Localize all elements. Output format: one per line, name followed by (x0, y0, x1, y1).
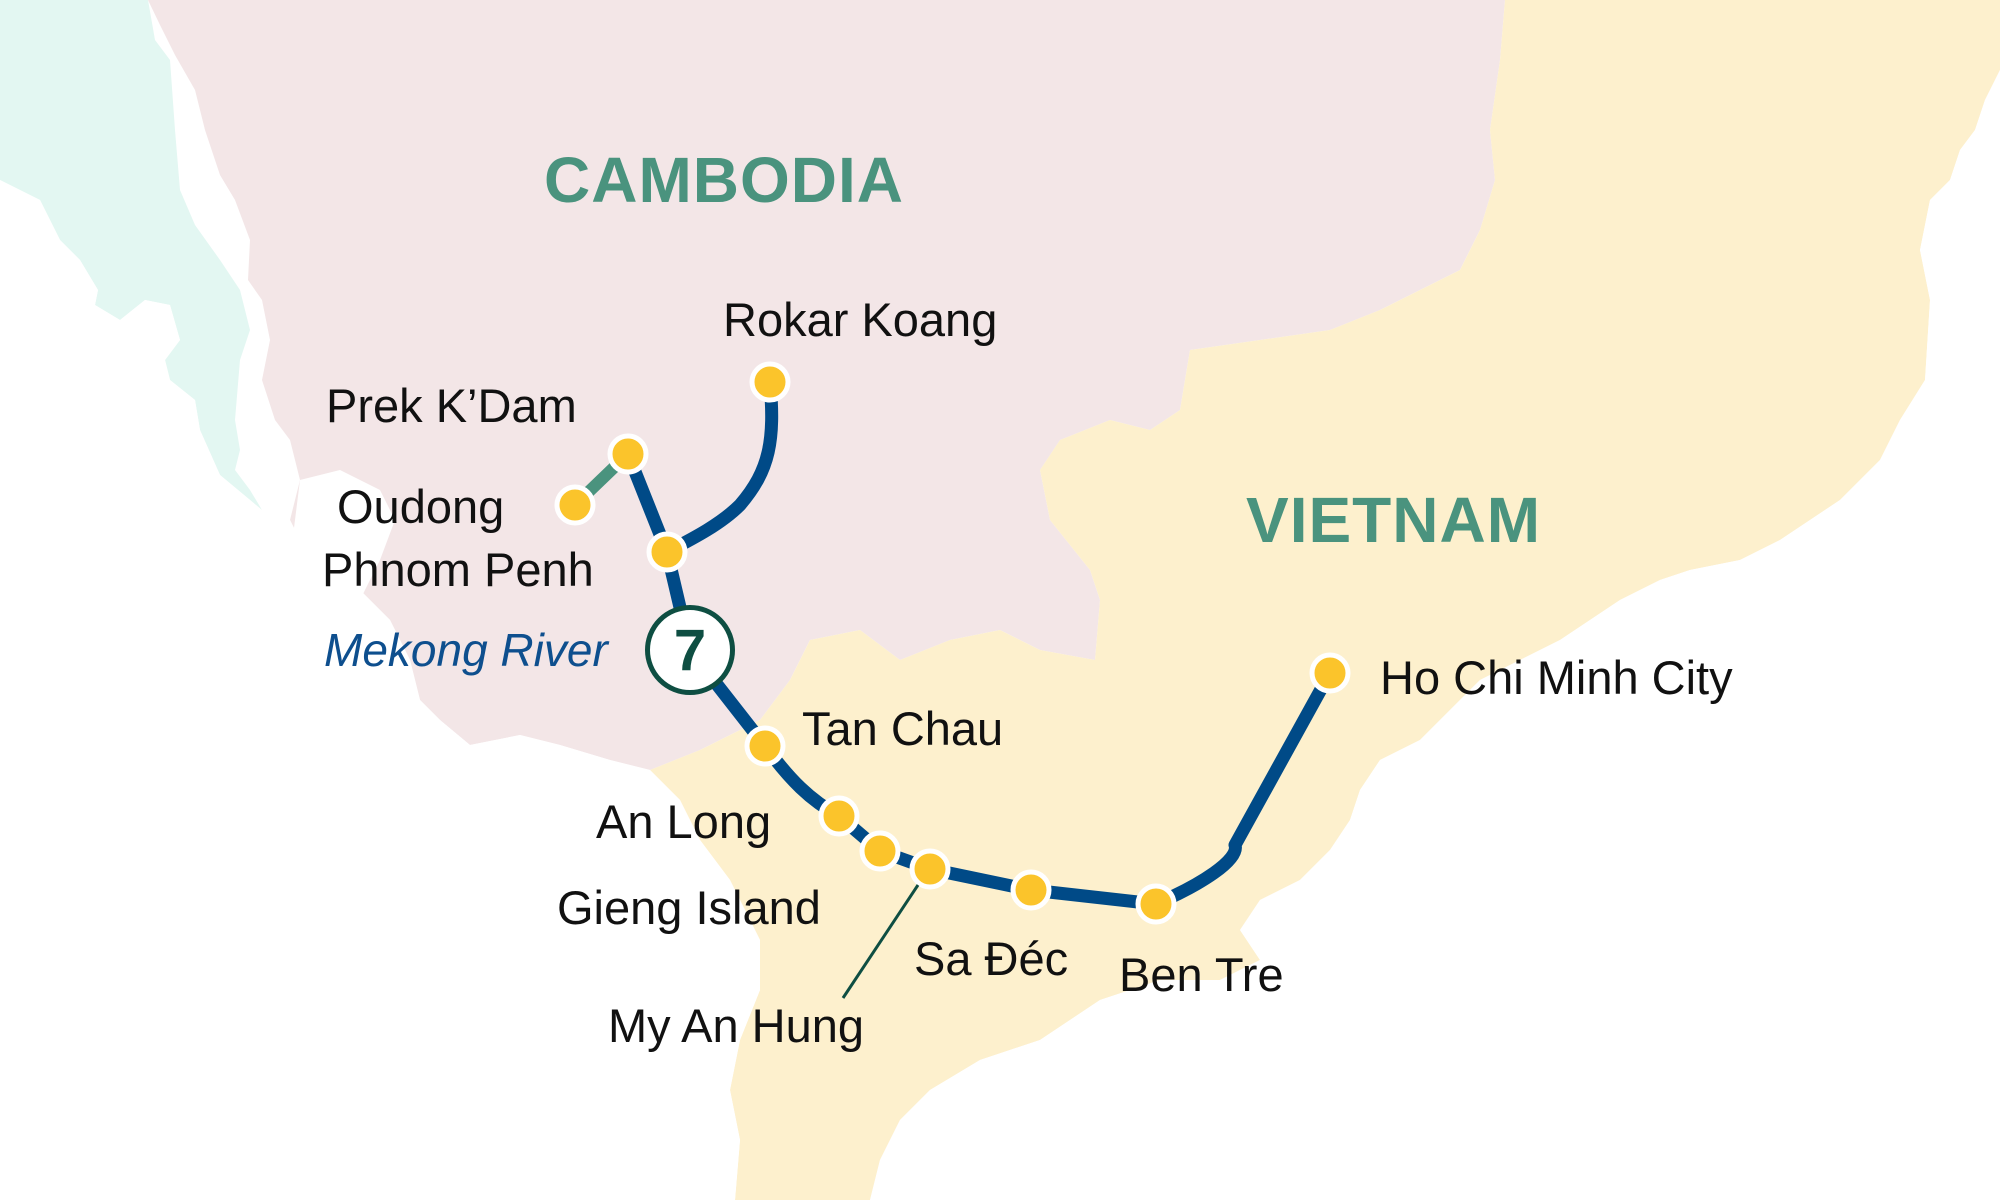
country-label-cambodia: CAMBODIA (544, 144, 904, 216)
stop-label-phnom-penh: Phnom Penh (322, 543, 594, 596)
itinerary-day-badge: 7 (645, 605, 735, 695)
saigon-coast-water (870, 70, 2000, 1200)
stop-marker-an-long[interactable] (818, 795, 860, 837)
stop-marker-tan-chau[interactable] (744, 725, 786, 767)
stop-label-ho-chi-minh-city: Ho Chi Minh City (1380, 651, 1733, 704)
stop-label-tan-chau: Tan Chau (802, 702, 1004, 755)
thailand-region (0, 0, 262, 510)
stop-label-rokar-koang: Rokar Koang (723, 293, 998, 346)
stop-marker-ben-tre[interactable] (1135, 883, 1177, 925)
vietnam-region (650, 0, 2000, 1200)
stop-label-sa-dec: Sa Đéc (914, 932, 1069, 985)
river-label-mekong: Mekong River (324, 624, 608, 676)
stop-label-ben-tre: Ben Tre (1119, 948, 1284, 1001)
stop-marker-phnom-penh[interactable] (646, 531, 688, 573)
my-an-hung-leader-line (841, 884, 920, 999)
stop-label-gieng-island: Gieng Island (557, 881, 821, 934)
delta-coast-water (0, 180, 760, 1200)
stop-marker-sa-dec[interactable] (1010, 869, 1052, 911)
stop-label-an-long: An Long (596, 795, 772, 848)
stop-marker-oudong[interactable] (554, 484, 596, 526)
stop-marker-prek-kdam[interactable] (607, 433, 649, 475)
stop-label-my-an-hung: My An Hung (608, 999, 865, 1052)
stop-marker-ho-chi-minh-city[interactable] (1309, 652, 1351, 694)
cambodia-region (148, 0, 1505, 770)
stop-marker-rokar-koang[interactable] (749, 361, 791, 403)
stop-marker-gieng-island[interactable] (859, 830, 901, 872)
stop-marker-my-an-hung[interactable] (909, 848, 951, 890)
country-label-vietnam: VIETNAM (1246, 484, 1541, 556)
stop-label-oudong: Oudong (337, 480, 505, 533)
stop-label-prek-kdam: Prek K’Dam (326, 379, 577, 432)
